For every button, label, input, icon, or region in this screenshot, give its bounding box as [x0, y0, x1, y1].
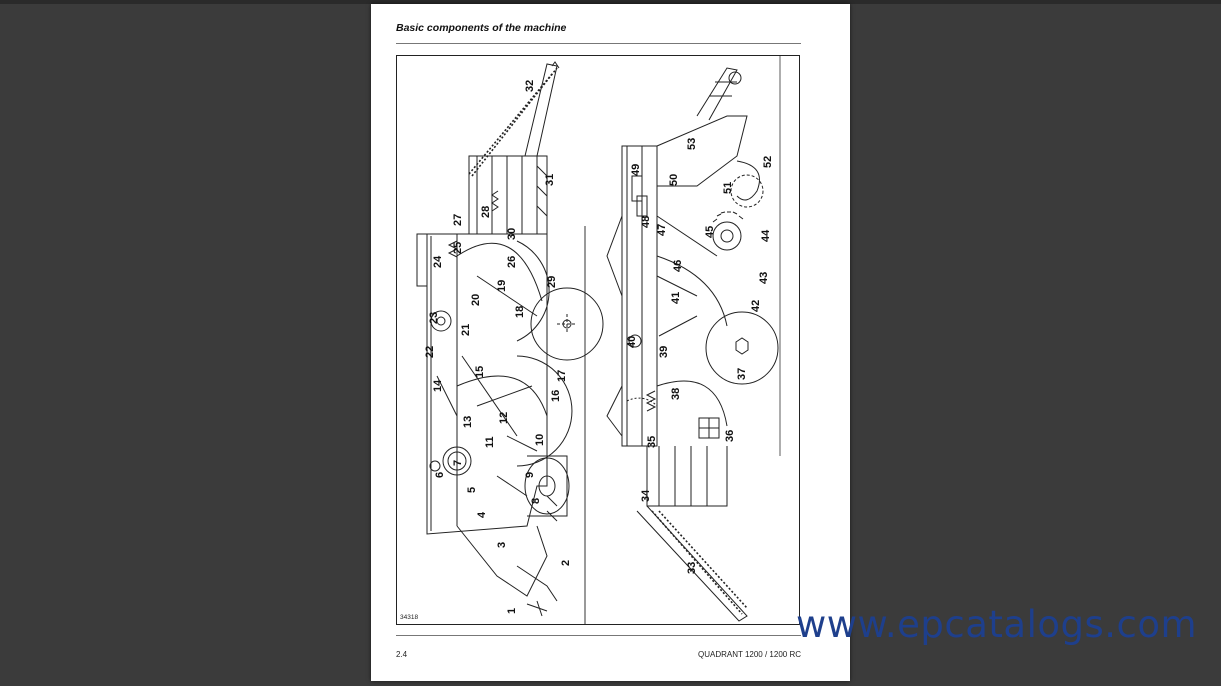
callout-14: 14 — [432, 379, 444, 392]
callout-17: 17 — [556, 370, 568, 382]
callout-32: 32 — [524, 80, 536, 92]
callout-36: 36 — [724, 430, 736, 442]
callout-49: 49 — [630, 164, 642, 176]
callout-35: 35 — [646, 436, 658, 448]
callout-37: 37 — [736, 368, 748, 380]
figure-id: 34318 — [400, 614, 419, 621]
callout-22: 22 — [424, 346, 436, 358]
callout-40: 40 — [626, 336, 638, 348]
callout-24: 24 — [432, 255, 444, 268]
callout-16: 16 — [550, 390, 562, 402]
callout-1: 1 — [506, 608, 518, 614]
callout-45: 45 — [704, 226, 716, 238]
figure-frame: 1 2 3 4 5 6 7 8 9 10 11 12 13 14 15 16 1 — [396, 55, 800, 625]
callout-34: 34 — [640, 489, 652, 502]
page-title: Basic components of the machine — [396, 22, 567, 34]
callout-29: 29 — [546, 276, 558, 288]
callout-30: 30 — [506, 228, 518, 240]
callout-33: 33 — [686, 562, 698, 574]
watermark: www.epcatalogs.com — [796, 603, 1198, 646]
callout-23: 23 — [428, 312, 440, 324]
callout-43: 43 — [758, 272, 770, 284]
page-number: 2.4 — [396, 650, 408, 659]
callout-42: 42 — [750, 300, 762, 312]
callout-13: 13 — [462, 416, 474, 428]
callout-9: 9 — [524, 472, 536, 478]
callout-10: 10 — [534, 434, 546, 446]
callout-50: 50 — [668, 174, 680, 186]
callout-3: 3 — [496, 542, 508, 548]
callout-21: 21 — [460, 324, 472, 336]
callout-26: 26 — [506, 256, 518, 268]
machine-left-view — [416, 61, 604, 617]
machine-diagram: 1 2 3 4 5 6 7 8 9 10 11 12 13 14 15 16 1 — [416, 56, 781, 624]
callout-2: 2 — [560, 560, 572, 566]
callout-4: 4 — [476, 511, 488, 518]
callout-20: 20 — [470, 294, 482, 306]
callout-47: 47 — [656, 224, 668, 236]
callout-11: 11 — [484, 436, 496, 448]
callout-41: 41 — [670, 292, 682, 304]
viewer-top-edge — [0, 0, 1221, 4]
callout-6: 6 — [434, 472, 446, 478]
callout-46: 46 — [672, 260, 684, 272]
callout-39: 39 — [658, 346, 670, 358]
header-rule — [396, 43, 801, 44]
callout-44: 44 — [760, 229, 772, 242]
callout-8: 8 — [530, 498, 542, 504]
callout-19: 19 — [496, 280, 508, 292]
callout-12: 12 — [498, 412, 510, 424]
callout-28: 28 — [480, 206, 492, 218]
callout-48: 48 — [640, 216, 652, 228]
model-name: QUADRANT 1200 / 1200 RC — [697, 650, 801, 659]
footer-rule — [396, 635, 801, 636]
callout-27: 27 — [452, 214, 464, 226]
callout-25: 25 — [452, 242, 464, 254]
callout-53: 53 — [686, 138, 698, 150]
callout-38: 38 — [670, 388, 682, 400]
callout-52: 52 — [762, 156, 774, 168]
callouts-left: 1 2 3 4 5 6 7 8 9 10 11 12 13 14 15 16 1 — [424, 80, 572, 614]
callout-51: 51 — [722, 182, 734, 194]
callout-5: 5 — [466, 487, 478, 493]
machine-right-view — [606, 67, 779, 622]
callouts-right: 33 34 35 36 37 38 39 40 41 42 43 44 45 4… — [626, 138, 774, 574]
callout-7: 7 — [452, 460, 464, 466]
document-page: Basic components of the machine — [371, 4, 850, 681]
callout-31: 31 — [544, 174, 556, 186]
callout-15: 15 — [474, 366, 486, 378]
callout-18: 18 — [514, 306, 526, 318]
